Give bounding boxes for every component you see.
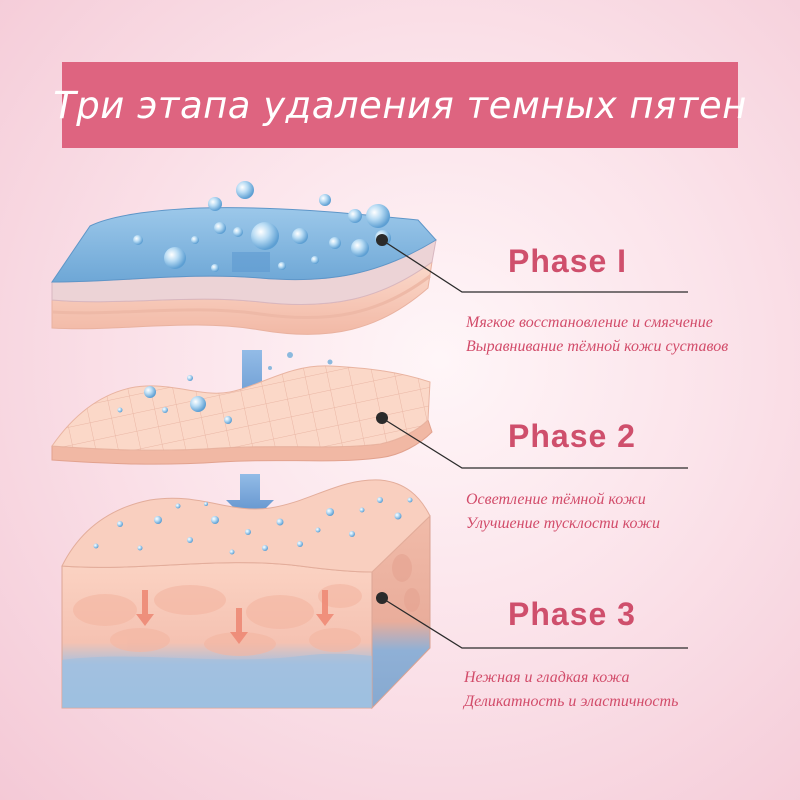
phase-1-layer [51, 181, 437, 335]
title-banner: Три этапа удаления темных пятен [53, 62, 746, 148]
phase-3-layer [61, 479, 431, 710]
phase-3-description: Нежная и гладкая кожа Деликатность и эла… [464, 666, 678, 714]
pointer-dot-icon [376, 412, 388, 424]
phase-3-title: Phase 3 [508, 596, 636, 632]
page-title: Три этапа удаления темных пятен [53, 83, 747, 127]
pointer-line-phase-1 [381, 239, 688, 293]
phase-1-title: Phase I [508, 243, 628, 279]
phase-3-line-2: Деликатность и эластичность [464, 693, 679, 710]
pointer-line-phase-2 [381, 417, 688, 469]
phase-1-line-2: Выравнивание тёмной кожи суставов [466, 338, 729, 355]
phase-1-line-1: Мягкое восстановление и смягчение [466, 314, 713, 331]
phase-3-line-1: Нежная и гладкая кожа [464, 669, 630, 686]
phase-2-layer [51, 365, 433, 465]
pointer-dot-icon [376, 234, 388, 246]
pointer-line-phase-3 [381, 597, 688, 649]
phase-2-line-2: Улучшение тусклости кожи [466, 515, 661, 532]
phase-1-description: Мягкое восстановление и смягчение Выравн… [466, 311, 728, 359]
phase-2-description: Осветление тёмной кожи Улучшение тусклос… [466, 488, 660, 536]
phase-2-line-1: Осветление тёмной кожи [466, 491, 646, 508]
phase-2-title: Phase 2 [508, 418, 636, 454]
pointer-dot-icon [376, 592, 388, 604]
